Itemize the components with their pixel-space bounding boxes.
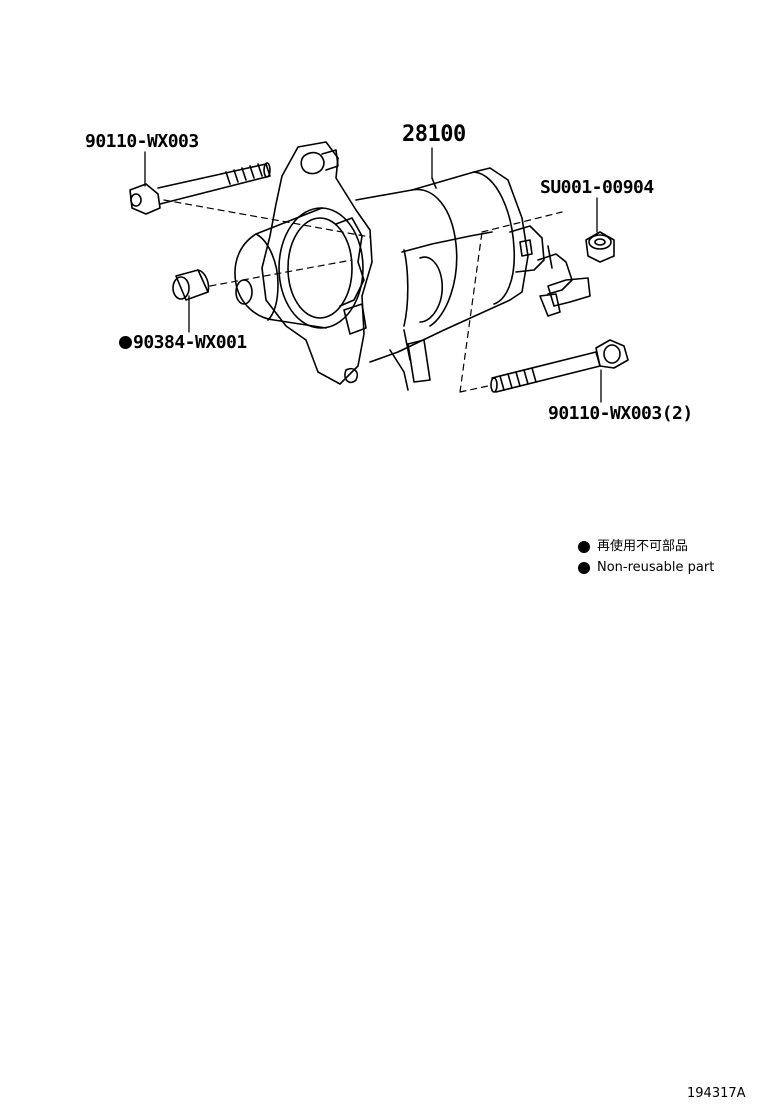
label-bolt-right: 90110-WX003(2): [548, 403, 693, 424]
nut: [585, 231, 615, 263]
label-pin-text: 90384-WX001: [133, 332, 247, 353]
assembly-lines: [163, 199, 563, 393]
legend-row-jp: 再使用不可部品: [578, 536, 714, 557]
label-pin: 90384-WX001: [119, 334, 247, 352]
legend-dot-icon: [578, 540, 590, 553]
legend-jp-text: 再使用不可部品: [597, 539, 689, 554]
label-nut: SU001-00904: [540, 177, 654, 198]
bolt-left: [129, 162, 271, 215]
label-bolt-left: 90110-WX003: [85, 131, 199, 152]
label-starter: 28100: [402, 122, 466, 147]
illustration-code: 194317A: [687, 1086, 746, 1101]
dowel-pin: [172, 269, 210, 301]
legend-dot-icon: [578, 561, 590, 574]
non-reusable-bullet-icon: [119, 336, 132, 349]
bolt-right: [490, 339, 629, 393]
legend-en-text: Non-reusable part: [597, 560, 715, 575]
starter-motor: [234, 141, 591, 391]
leader-lines: [144, 147, 602, 403]
legend-row-en: Non-reusable part: [578, 557, 714, 578]
legend: 再使用不可部品 Non-reusable part: [578, 536, 714, 578]
